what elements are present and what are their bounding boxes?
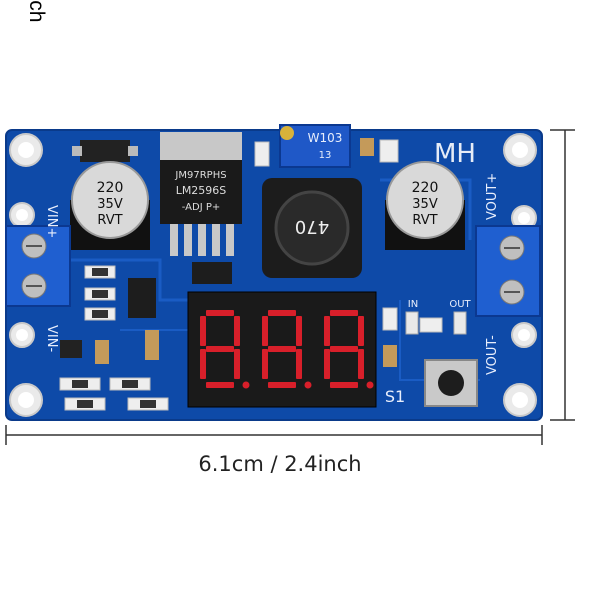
smd-components <box>59 138 443 411</box>
digit-3-segment <box>324 349 330 379</box>
svg-text:13: 13 <box>319 150 332 161</box>
digit-2-segment <box>262 316 268 346</box>
digit-3-segment <box>330 382 358 388</box>
digit-3-decimal-point <box>366 381 374 389</box>
digit-2-segment <box>268 310 296 316</box>
terminal-output <box>475 225 541 317</box>
digit-2-segment <box>296 349 302 379</box>
vout-minus-label: VOUT- <box>485 335 500 375</box>
svg-text:35V: 35V <box>97 197 123 212</box>
vin-minus-label: VIN- <box>44 325 59 352</box>
svg-text:220: 220 <box>97 180 124 196</box>
digit-2-segment <box>262 349 268 379</box>
regulator-ic: JM97RPHS LM2596S -ADJ P+ <box>160 132 242 256</box>
digit-1-segment <box>234 349 240 379</box>
svg-text:RVT: RVT <box>97 213 122 228</box>
digit-3-segment <box>330 310 358 316</box>
svg-text:-ADJ P+: -ADJ P+ <box>182 202 220 213</box>
s1-label: S1 <box>385 387 405 406</box>
svg-text:W103: W103 <box>308 131 343 145</box>
vin-plus-label: VIN+ <box>44 205 59 238</box>
seven-segment-display <box>187 291 377 408</box>
height-dimension-label: 3.4cm / 1.3inch <box>24 0 48 22</box>
svg-text:35V: 35V <box>412 197 438 212</box>
led-out <box>453 311 467 335</box>
led-in-label: IN <box>408 299 418 310</box>
svg-text:LM2596S: LM2596S <box>176 184 227 197</box>
digit-1-segment <box>206 346 234 352</box>
push-button-s1[interactable] <box>424 359 478 407</box>
led-out-label: OUT <box>449 299 471 310</box>
mounting-holes <box>9 133 537 417</box>
svg-text:470: 470 <box>295 216 329 237</box>
svg-text:220: 220 <box>412 180 439 196</box>
digit-1-decimal-point <box>242 381 250 389</box>
digit-3-segment <box>330 346 358 352</box>
digit-2-segment <box>296 316 302 346</box>
dimension-lines <box>5 129 575 445</box>
digit-1-segment <box>206 310 234 316</box>
digit-2-segment <box>268 382 296 388</box>
digit-3-segment <box>358 316 364 346</box>
svg-text:JM97RPHS: JM97RPHS <box>174 170 226 181</box>
potentiometer: W103 13 <box>279 124 351 168</box>
terminal-input <box>5 225 71 307</box>
vout-plus-label: VOUT+ <box>485 173 500 220</box>
digit-1-segment <box>234 316 240 346</box>
capacitor-right: 220 35V RVT <box>385 161 465 250</box>
digit-3-segment <box>358 349 364 379</box>
inductor: 470 <box>262 178 362 278</box>
capacitor-left: 220 35V RVT <box>70 161 150 250</box>
digit-1-segment <box>200 316 206 346</box>
digit-3-segment <box>324 316 330 346</box>
brand-label: MH <box>434 139 476 169</box>
svg-text:RVT: RVT <box>412 213 437 228</box>
digit-2-segment <box>268 346 296 352</box>
diode <box>80 140 130 162</box>
digit-1-segment <box>206 382 234 388</box>
led-in <box>405 311 419 335</box>
width-dimension-label: 6.1cm / 2.4inch <box>198 452 362 476</box>
digit-2-decimal-point <box>304 381 312 389</box>
digit-1-segment <box>200 349 206 379</box>
